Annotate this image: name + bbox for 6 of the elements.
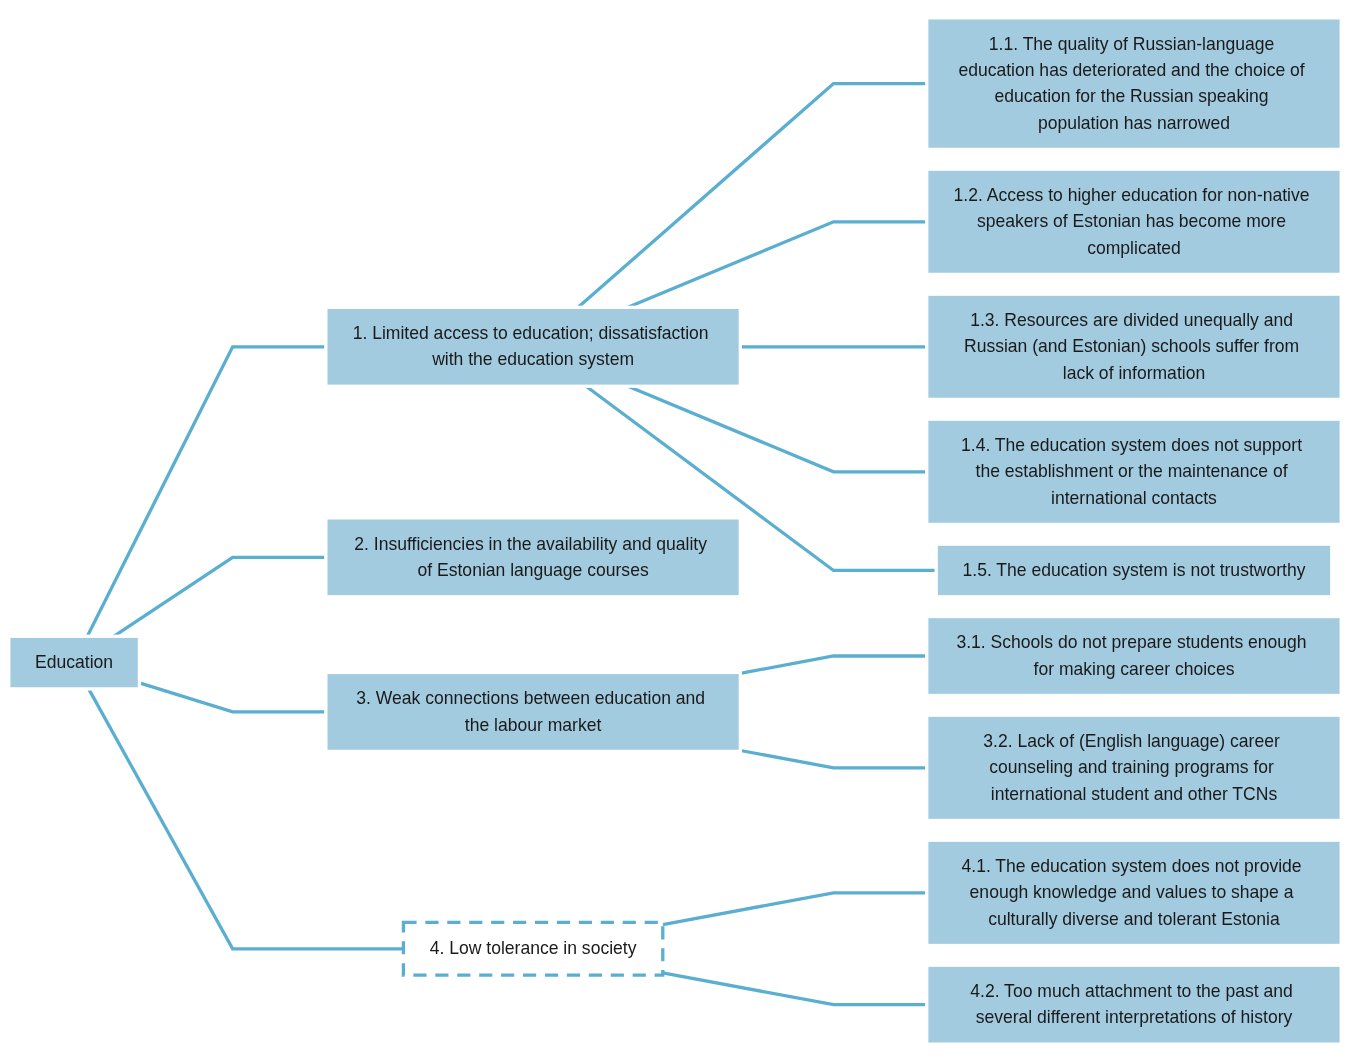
- node-box: 4. Low tolerance in society: [401, 920, 665, 977]
- node-box: 1. Limited access to education; dissatisfaction with the education system: [324, 305, 742, 388]
- node-box: 4.2. Too much attachment to the past and several different interpretations of history: [925, 963, 1343, 1046]
- node-box: 2. Insufficiencies in the availability and quality of Estonian language courses: [324, 516, 742, 599]
- node-box: 1.5. The education system is not trustworthy: [934, 542, 1334, 599]
- node-box: Education: [7, 634, 142, 691]
